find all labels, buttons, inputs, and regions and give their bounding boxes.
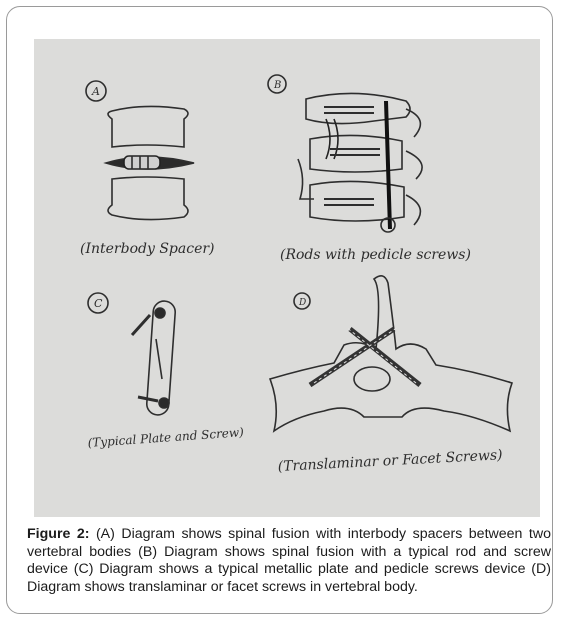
panel-a-letter: A (91, 85, 100, 98)
panel-b-circle (267, 74, 287, 94)
figure-frame: A (Interbody Spacer) B (Rods with (6, 6, 553, 614)
panel-c (87, 292, 177, 416)
panel-d-letter: D (298, 298, 306, 308)
lower-vertebra (107, 176, 189, 221)
panel-b-label: (Rods with pedicle screws) (280, 247, 471, 263)
panel-a-circle (85, 80, 107, 102)
panel-d (268, 275, 514, 433)
caption-text: (A) Diagram shows spinal fusion with int… (27, 526, 551, 595)
caption-label: Figure 2: (27, 526, 90, 542)
panel-d-circle (293, 292, 311, 310)
upper-vertebra (107, 105, 189, 148)
panel-c-letter: C (94, 297, 103, 310)
panel-a-label: (Interbody Spacer) (80, 241, 215, 257)
spacer-device (123, 155, 161, 170)
figure-caption: Figure 2: (A) Diagram shows spinal fusio… (27, 526, 551, 596)
metal-plate (145, 300, 177, 416)
panel-b-letter: B (273, 80, 281, 91)
figure-photo: A (Interbody Spacer) B (Rods with (34, 39, 540, 517)
panel-c-circle (87, 292, 109, 314)
sketch-canvas: A (Interbody Spacer) B (Rods with (34, 39, 540, 517)
panel-a (85, 80, 195, 221)
spinal-canal (353, 366, 391, 392)
panel-b (267, 74, 423, 233)
